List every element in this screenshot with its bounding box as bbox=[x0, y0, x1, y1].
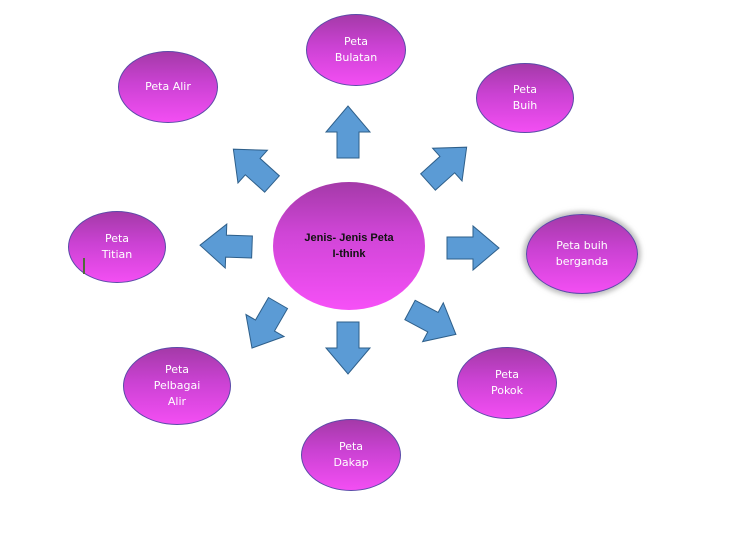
arrow-left-titian bbox=[198, 222, 254, 270]
node-peta-pokok: Peta Pokok bbox=[457, 347, 557, 419]
arrow-upleft-alir bbox=[218, 132, 288, 201]
arrow-upright-buih bbox=[412, 130, 482, 199]
arrow-right-buih-berganda bbox=[446, 225, 500, 271]
node-peta-buih: Peta Buih bbox=[476, 63, 574, 133]
arrow-up-bulatan bbox=[325, 105, 371, 159]
node-peta-dakap: Peta Dakap bbox=[301, 419, 401, 491]
node-peta-bulatan: Peta Bulatan bbox=[306, 14, 406, 86]
text-cursor bbox=[83, 258, 85, 274]
arrow-down-dakap bbox=[325, 321, 371, 375]
node-peta-buih-berganda: Peta buih berganda bbox=[526, 214, 638, 294]
arrow-downleft-pelbagai-alir bbox=[232, 291, 298, 360]
node-peta-alir: Peta Alir bbox=[118, 51, 218, 123]
center-node: Jenis- Jenis Peta I-think bbox=[273, 182, 425, 310]
node-peta-pelbagai-alir: Peta Pelbagai Alir bbox=[123, 347, 231, 425]
arrow-downright-pokok bbox=[399, 290, 467, 355]
